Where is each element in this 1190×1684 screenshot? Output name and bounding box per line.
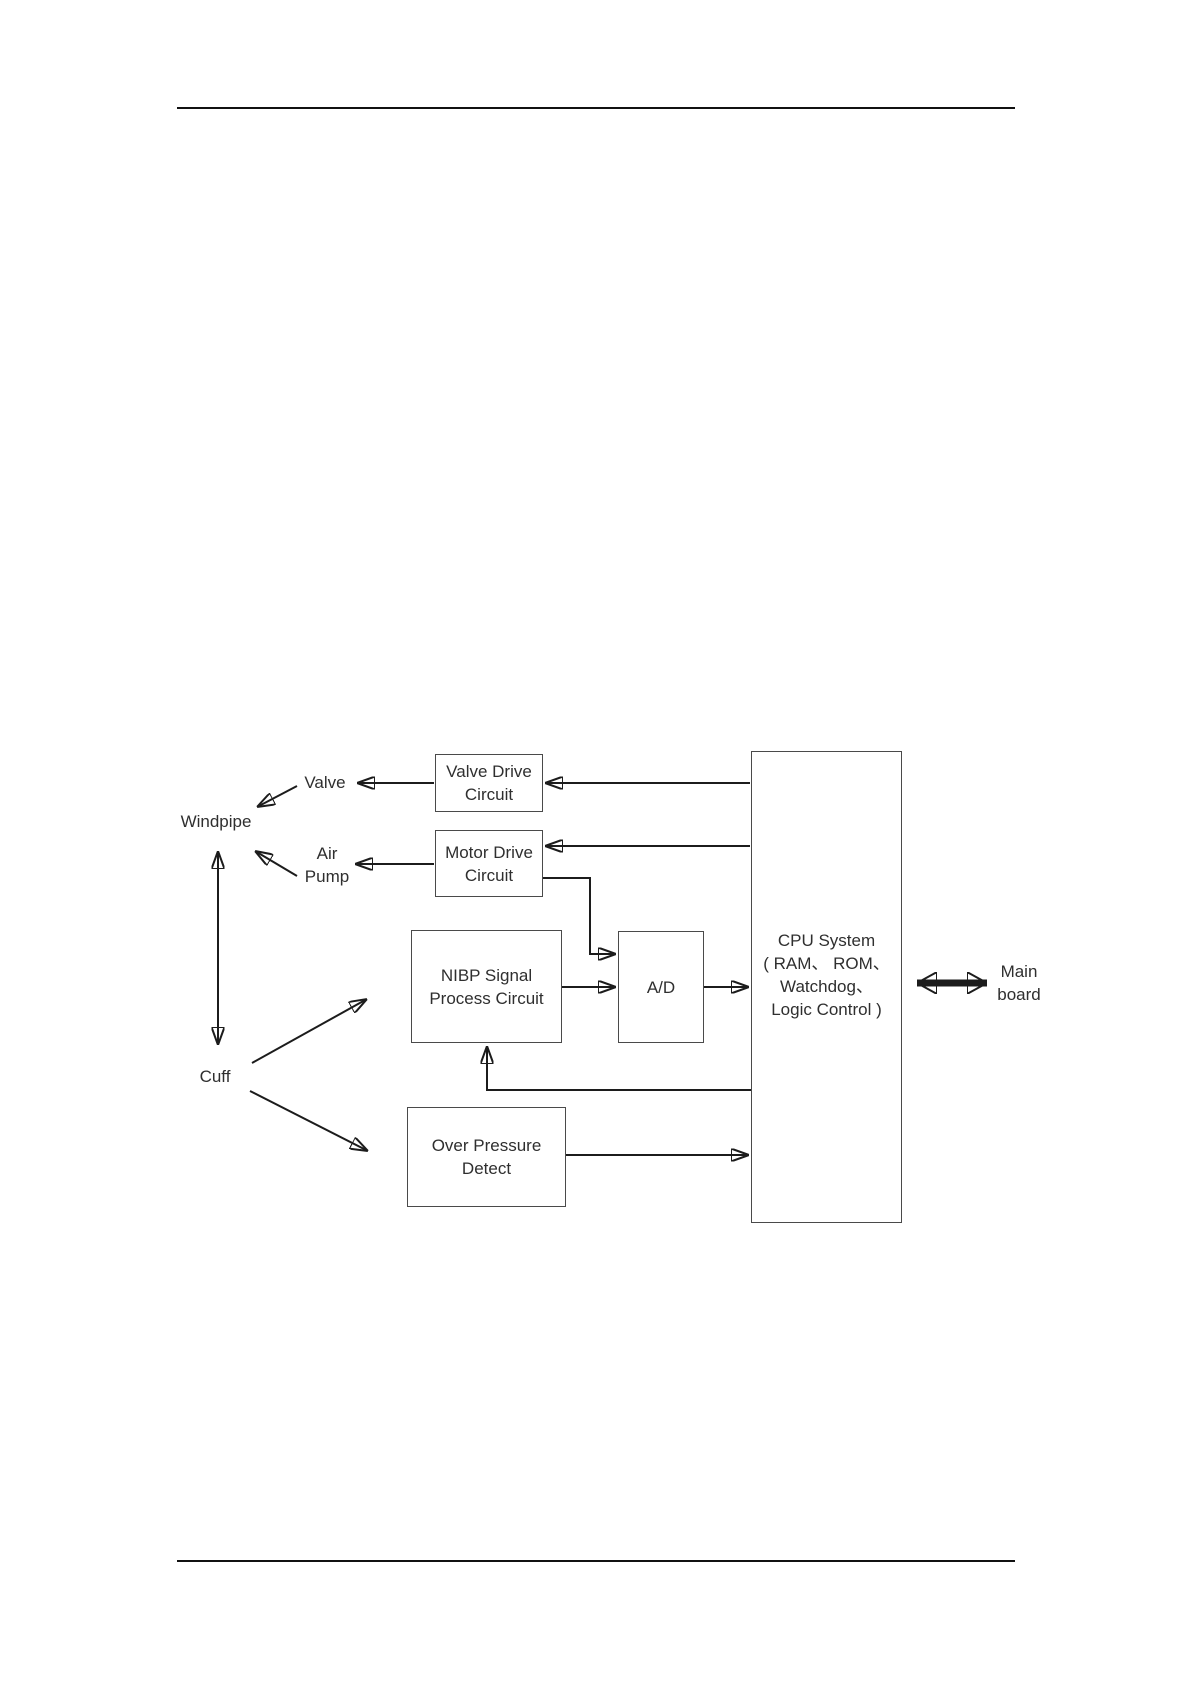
cpu-label-line3: Watchdog、 xyxy=(780,977,873,996)
arrow-cuff-to-over-pressure xyxy=(249,1090,368,1151)
arrow-cpu-to-nibp-feedback xyxy=(487,1046,751,1091)
cpu-label-line1: CPU System xyxy=(777,931,876,950)
valve-label: Valve xyxy=(304,773,346,792)
main-board-label-line2: board xyxy=(997,985,1041,1004)
over-pressure-label-line1: Over Pressure xyxy=(431,1136,542,1155)
arrow-air-pump-to-windpipe xyxy=(255,851,298,877)
motor-drive-circuit-label-line1: Motor Drive xyxy=(445,842,533,862)
windpipe-label: Windpipe xyxy=(180,812,252,831)
valve-drive-circuit-label-line1: Valve Drive xyxy=(446,762,532,781)
footer-rule xyxy=(177,1560,1015,1562)
arrow-valve-to-windpipe xyxy=(257,785,298,807)
nibp-label-line2: Process Circuit xyxy=(429,988,544,1008)
main-board-label-line1: Main xyxy=(1000,962,1038,981)
cuff-label: Cuff xyxy=(199,1067,231,1086)
ad-label: A/D xyxy=(646,977,676,997)
cpu-system-box: CPU System ( RAM、 ROM、 Watchdog、 Logic C… xyxy=(751,751,902,1223)
nibp-signal-process-circuit-box: NIBP Signal Process Circuit xyxy=(411,930,562,1043)
main-board-label: Main board xyxy=(969,960,1069,1006)
motor-drive-circuit-box: Motor Drive Circuit xyxy=(435,830,543,897)
header-rule xyxy=(177,107,1015,109)
valve-drive-circuit-box: Valve Drive Circuit xyxy=(435,754,543,812)
cpu-system-label: CPU System ( RAM、 ROM、 Watchdog、 Logic C… xyxy=(763,929,890,1021)
motor-drive-circuit-label-line2: Circuit xyxy=(464,865,514,885)
nibp-label-line1: NIBP Signal xyxy=(440,965,533,985)
over-pressure-label-line2: Detect xyxy=(461,1159,512,1178)
cpu-label-line4: Logic Control ) xyxy=(771,1000,882,1019)
ad-converter-box: A/D xyxy=(618,931,704,1043)
arrow-motor-drive-to-ad xyxy=(543,877,616,954)
cpu-label-line2: ( RAM、 ROM、 xyxy=(763,954,890,973)
air-pump-label-line1: Air xyxy=(316,844,338,863)
air-pump-label-line2: Pump xyxy=(304,867,350,886)
over-pressure-detect-box: Over Pressure Detect xyxy=(407,1107,566,1207)
air-pump-label: Air Pump xyxy=(287,842,367,888)
arrow-cuff-to-nibp xyxy=(251,999,367,1064)
valve-drive-circuit-label-line2: Circuit xyxy=(464,785,514,804)
